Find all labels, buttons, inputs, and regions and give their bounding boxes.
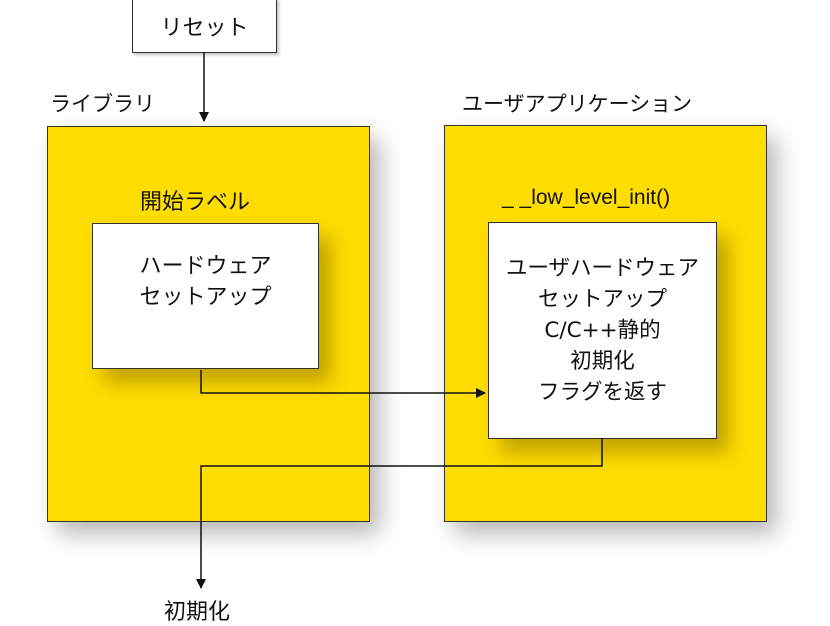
low-level-init-label: _ _low_level_init() bbox=[502, 186, 671, 209]
step-line: セットアップ bbox=[537, 286, 667, 312]
user-application-title: ユーザアプリケーション bbox=[462, 92, 693, 116]
reset-label: リセット bbox=[160, 15, 249, 41]
hardware-setup-box: ハードウェア セットアップ bbox=[92, 223, 319, 369]
user-hardware-setup-box: ユーザハードウェア セットアップ C/C++静的 初期化 フラグを返す bbox=[488, 222, 717, 439]
step-line: C/C++静的 bbox=[544, 317, 661, 343]
step-line: 初期化 bbox=[570, 349, 635, 375]
hardware-setup-line: セットアップ bbox=[139, 285, 272, 310]
hardware-setup-line: ハードウェア bbox=[139, 254, 272, 280]
start-label: 開始ラベル bbox=[140, 190, 251, 215]
step-line: フラグを返す bbox=[537, 380, 667, 406]
setup-to-user-arrow bbox=[200, 370, 486, 398]
output-label: 初期化 bbox=[164, 600, 231, 625]
step-line: ユーザハードウェア bbox=[505, 255, 700, 281]
reset-box: リセット bbox=[132, 0, 277, 53]
library-title: ライブラリ bbox=[50, 92, 155, 116]
user-to-output-arrow bbox=[196, 438, 603, 589]
